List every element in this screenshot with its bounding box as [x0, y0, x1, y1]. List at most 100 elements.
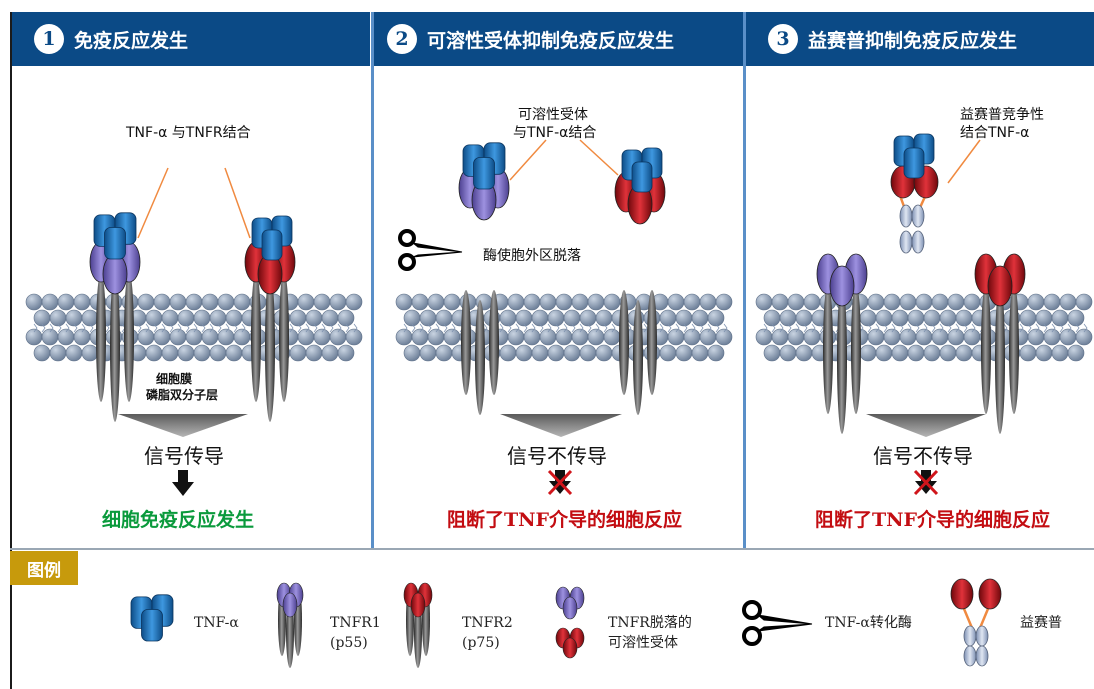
lipid-tail [507, 323, 512, 333]
lipid-tail [411, 323, 416, 333]
lipid-tail [81, 323, 86, 333]
lipid-head [403, 309, 421, 327]
panel-3-number: 3 [768, 24, 798, 54]
lipid-head [1051, 309, 1069, 327]
lipid-tail [1083, 323, 1088, 333]
lipid-head [161, 309, 179, 327]
lipid-tail [233, 323, 238, 333]
lipid-tail [523, 323, 528, 333]
fc-domain [899, 204, 913, 228]
lipid-head [579, 344, 597, 362]
legend-drug-label: 益赛普 [1020, 615, 1062, 631]
membrane-panel-3 [755, 293, 1093, 362]
tnf-subunit [473, 157, 495, 190]
lipid-head [201, 293, 219, 311]
lipid-head [707, 344, 725, 362]
lipid-tail [451, 323, 456, 333]
lipid-tail [185, 323, 190, 333]
panel-2-result: 阻断了TNF介导的细胞反应 [447, 509, 682, 531]
lipid-head [289, 344, 307, 362]
lipid-head [1051, 344, 1069, 362]
lipid-head [193, 344, 211, 362]
lipid-tail [419, 323, 424, 333]
lipid-head [225, 309, 243, 327]
lipid-head [899, 293, 917, 311]
lipid-head [667, 293, 685, 311]
lipid-head [1019, 344, 1037, 362]
lipid-head [947, 293, 965, 311]
tnfr1-panel-1-lobe [102, 253, 128, 295]
lipid-tail [289, 323, 294, 333]
lipid-head [443, 293, 461, 311]
lipid-head [65, 309, 83, 327]
legend-lobe [562, 637, 578, 659]
lipid-tail [105, 323, 110, 333]
lipid-head [169, 293, 187, 311]
lipid-head [507, 293, 525, 311]
lipid-tail [89, 323, 94, 333]
lipid-head [707, 309, 725, 327]
lipid-head [435, 309, 453, 327]
lipid-head [1035, 309, 1053, 327]
lipid-head [321, 344, 339, 362]
lipid-tail [515, 323, 520, 333]
etanercept-panel-3 [890, 165, 939, 254]
panel-2-number: 2 [387, 24, 417, 54]
lipid-tail [305, 323, 310, 333]
lipid-tail [947, 323, 952, 333]
legend-lobe [410, 592, 426, 618]
lipid-head [145, 309, 163, 327]
lipid-tail [337, 323, 342, 333]
lipid-head [939, 309, 957, 327]
lipid-head [547, 344, 565, 362]
tnf-panel-1b [251, 215, 293, 261]
legend-soluble-icon [555, 586, 585, 659]
fc-domain [963, 645, 977, 667]
lipid-tail [587, 323, 592, 333]
legend-tnfr1-sub: (p55) [330, 635, 368, 651]
lipid-tail [907, 323, 912, 333]
lipid-tail [33, 323, 38, 333]
lipid-head [1075, 293, 1093, 311]
tnfr2-panel-3-stalk [995, 284, 1005, 434]
legend-soluble-sub: 可溶性受体 [608, 635, 678, 651]
lipid-tail [531, 323, 536, 333]
lipid-tail [691, 323, 696, 333]
lipid-tail [49, 323, 54, 333]
lipid-tail [547, 323, 552, 333]
lipid-head [345, 328, 363, 346]
signal-arrow-2 [500, 414, 622, 437]
lipid-head [683, 293, 701, 311]
lipid-tail [627, 323, 632, 333]
legend-tnfr1-label: TNFR1 [330, 615, 381, 631]
lipid-head [875, 309, 893, 327]
panel-1-result: 细胞免疫反应发生 [102, 509, 255, 531]
signal-arrow-3 [866, 414, 986, 437]
lipid-head [955, 309, 973, 327]
lipid-head [763, 309, 781, 327]
lipid-tail [353, 323, 358, 333]
tnfr2-panel-3-stalk [981, 284, 991, 414]
lipid-head [691, 344, 709, 362]
lipid-tail [427, 323, 432, 333]
legend-separator [10, 548, 1094, 550]
lipid-tail [443, 323, 448, 333]
lipid-head [531, 344, 549, 362]
lipid-tail [603, 323, 608, 333]
lipid-head [699, 293, 717, 311]
tnf-panel-1a [93, 212, 137, 260]
lipid-head [923, 309, 941, 327]
lipid-tail [225, 323, 230, 333]
lipid-head [33, 309, 51, 327]
lipid-head [787, 293, 805, 311]
tnfr1-panel-1-stalk [110, 272, 120, 422]
fc-domain [975, 625, 989, 647]
transduction-arrow [172, 470, 194, 496]
lipid-head [763, 344, 781, 362]
lipid-head [571, 293, 589, 311]
signal-arrow-1 [118, 414, 248, 437]
lipid-head [49, 344, 67, 362]
lipid-head [321, 309, 339, 327]
lipid-head [345, 293, 363, 311]
